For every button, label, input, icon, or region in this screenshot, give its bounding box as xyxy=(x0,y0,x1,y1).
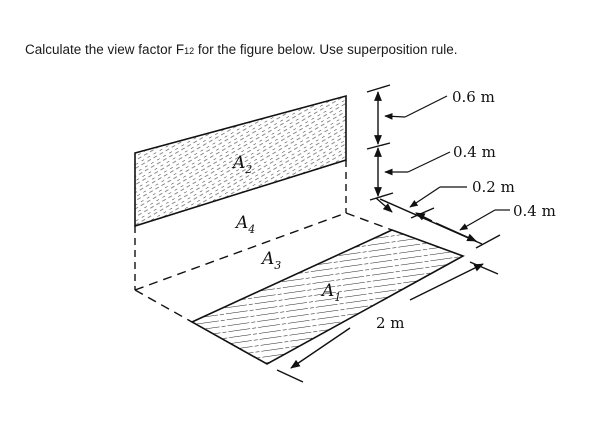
vertical-dimension xyxy=(366,84,394,201)
label-a4: A4 xyxy=(234,213,255,236)
label-a3: A3 xyxy=(260,249,281,272)
dim-0-6m: 0.6 m xyxy=(452,88,495,106)
dimension-labels: 0.6 m 0.4 m 0.2 m 0.4 m 2 m xyxy=(376,88,556,332)
dim-0-4m-depth: 0.4 m xyxy=(513,202,556,220)
question-prefix: Calculate the view factor F xyxy=(25,42,185,57)
label-a2: A2 xyxy=(231,153,252,176)
surface-a3 xyxy=(134,212,393,323)
depth-dimension xyxy=(375,197,501,249)
question-subscript: 12 xyxy=(184,46,195,56)
surface-a4 xyxy=(134,160,347,290)
question-suffix: for the figure below. Use superposition … xyxy=(194,42,458,57)
dim-2m: 2 m xyxy=(376,314,405,332)
leader-lines xyxy=(384,95,510,231)
dim-0-2m: 0.2 m xyxy=(472,178,515,196)
question-text: Calculate the view factor F12 for the fi… xyxy=(25,42,458,57)
dim-0-4m-vertical: 0.4 m xyxy=(453,143,496,161)
surface-labels: A2 A4 A3 A1 xyxy=(231,153,341,304)
surface-a1 xyxy=(190,229,465,365)
length-dimension xyxy=(276,261,499,383)
label-a1: A1 xyxy=(320,281,341,304)
